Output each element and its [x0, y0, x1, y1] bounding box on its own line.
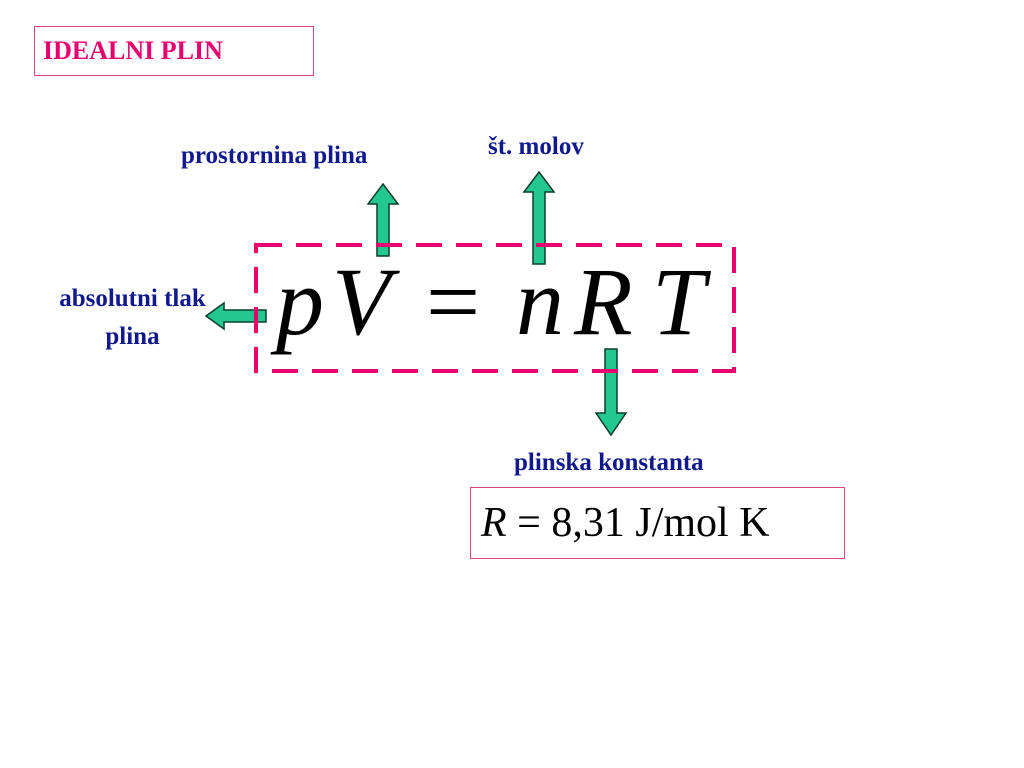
gas-constant-equals: = [506, 500, 552, 546]
label-pressure: absolutni tlak plina [59, 285, 206, 350]
dashed-border [254, 243, 736, 373]
equation-pressure-symbol: p [276, 248, 324, 355]
gas-constant-symbol: R [481, 500, 507, 546]
gas-constant-box: R = 8,31 J/mol K [470, 487, 845, 559]
equation-moles-symbol: n [516, 248, 564, 355]
arrow-down-constant-icon [594, 348, 628, 437]
label-volume: prostornina plina [181, 142, 368, 169]
equation-temperature-symbol: T [652, 248, 706, 355]
arrow-up-volume-icon [366, 182, 400, 257]
label-moles: št. molov [488, 133, 584, 160]
gas-constant-value: 8,31 J/mol K [551, 500, 770, 546]
equation-frame: p V = n R T [254, 243, 736, 373]
equation-equals-sign: = [426, 248, 481, 355]
arrow-up-moles-icon [522, 170, 556, 265]
equation-volume-symbol: V [332, 248, 391, 355]
arrow-left-pressure-icon [204, 301, 267, 331]
ideal-gas-equation: p V = n R T [254, 243, 736, 373]
slide-title: IDEALNI PLIN [34, 26, 314, 76]
label-constant: plinska konstanta [514, 449, 704, 476]
equation-constant-symbol: R [574, 248, 633, 355]
